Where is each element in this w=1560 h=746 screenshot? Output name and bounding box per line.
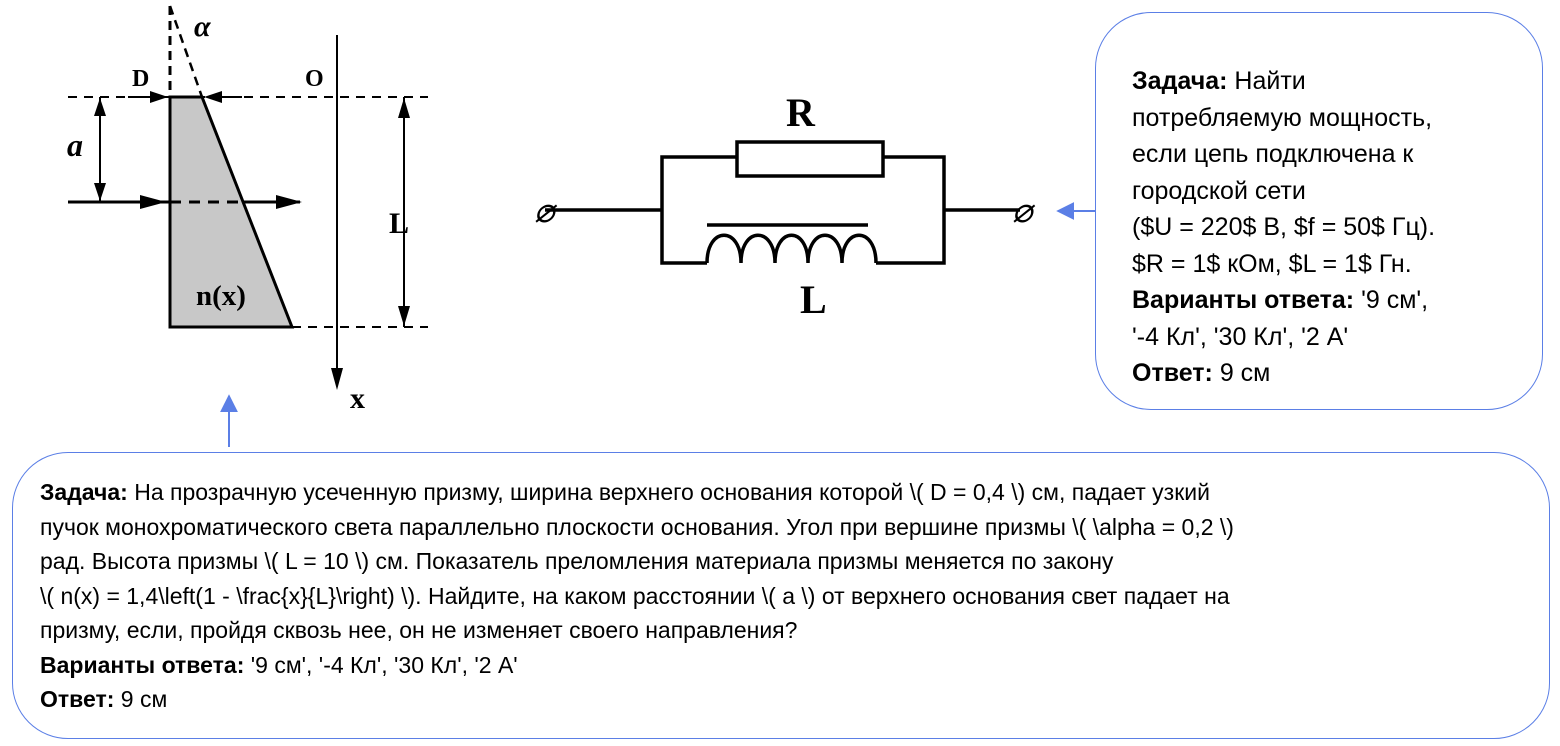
answer-label: Ответ:: [1132, 359, 1213, 387]
prism-label-d: D: [132, 66, 149, 92]
a-dimension-head-bottom: [94, 183, 106, 201]
options-label: Варианты ответа:: [40, 651, 245, 678]
circuit-label-l: L: [800, 277, 827, 322]
x-axis-arrowhead: [331, 368, 343, 390]
prism-label-o: O: [305, 66, 324, 92]
options-value: '9 см', '-4 Кл', '30 Кл', '2 А': [244, 651, 518, 678]
d-arrow-left-head: [150, 91, 168, 103]
incident-beam-head: [140, 195, 166, 209]
task-text-3: если цепь подключена к: [1132, 140, 1414, 168]
apex-slant-dashed-line: [168, 5, 204, 98]
answer-label: Ответ:: [40, 686, 115, 712]
resistor: [735, 140, 885, 178]
task-text-1: На прозрачную усеченную призму, ширина в…: [127, 479, 1210, 505]
task-text-1: Найти: [1227, 67, 1306, 95]
options-second: '-4 Кл', '30 Кл', '2 А': [1132, 322, 1349, 351]
d-arrow-right-head: [204, 91, 222, 103]
prism-diagram: α D O a L n(x) x: [67, 5, 428, 415]
inductor-coil: [705, 233, 878, 264]
l-dimension-head-bottom: [398, 306, 410, 326]
prism-label-n: n(x): [196, 280, 246, 312]
task-text-3: рад. Высота призмы \( L = 10 \) см. Пока…: [40, 548, 1114, 574]
options-first: '9 см',: [1354, 286, 1429, 314]
options-label: Варианты ответа:: [1132, 286, 1355, 314]
task-text-6: $R = 1$ кОм, $L = 1$ Гн.: [1132, 249, 1412, 278]
answer-value: 9 см: [1212, 359, 1271, 387]
outgoing-beam-head: [276, 195, 302, 209]
answer-line: Ответ: 9 см: [1132, 355, 1522, 392]
task-text-4: городской сети: [1132, 176, 1306, 205]
upper-branch-wire-right: [876, 155, 946, 265]
task-text-2: потребляемую мощность,: [1132, 103, 1433, 132]
answer-line: Ответ: 9 см: [40, 682, 1529, 717]
prism-label-l: L: [389, 207, 409, 240]
task-label: Задача:: [1132, 67, 1228, 95]
task-text-4: \( n(x) = 1,4\left(1 - \frac{x}{L}\right…: [40, 582, 1230, 609]
prism-task-callout: Задача: На прозрачную усеченную призму, …: [12, 452, 1550, 739]
callout-right-line-1: Задача: Найти: [1132, 63, 1522, 100]
circuit-diagram: R L ⌀ ⌀: [534, 90, 1036, 322]
callout-bottom-line-1: Задача: На прозрачную усеченную призму, …: [40, 475, 1529, 510]
prism-label-x: x: [350, 382, 365, 415]
terminal-right-symbol: ⌀: [1012, 193, 1036, 230]
terminal-left-symbol: ⌀: [534, 193, 558, 230]
upper-branch-wire: [660, 155, 737, 265]
task-label: Задача:: [40, 479, 128, 505]
a-dimension-head-top: [94, 98, 106, 116]
prism-label-alpha: α: [194, 10, 211, 43]
options-line: Варианты ответа: '9 см', '-4 Кл', '30 Кл…: [40, 648, 1529, 683]
task-text-5: ($U = 220$ В, $f = 50$ Гц).: [1132, 213, 1436, 241]
task-text-2: пучок монохроматического света параллель…: [40, 513, 1234, 540]
circuit-label-r: R: [786, 90, 816, 135]
prism-label-a: a: [67, 127, 83, 163]
options-line: Варианты ответа: '9 см',: [1132, 282, 1522, 319]
answer-value: 9 см: [114, 686, 168, 712]
circuit-task-callout: Задача: Найти потребляемую мощность, есл…: [1095, 12, 1543, 410]
l-dimension-head-top: [398, 98, 410, 118]
task-text-5: призму, если, пройдя сквозь нее, он не и…: [40, 617, 798, 643]
